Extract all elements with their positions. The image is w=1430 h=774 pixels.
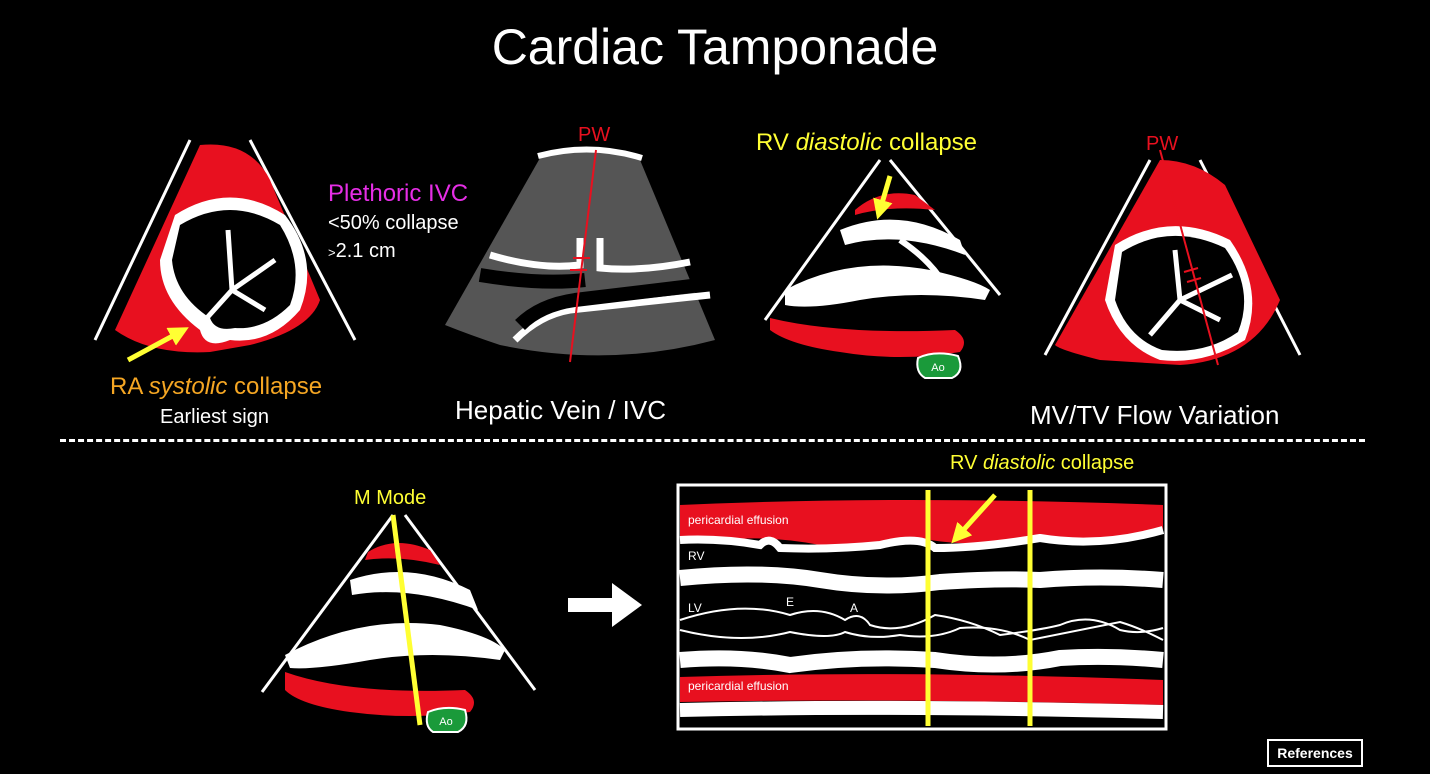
label-effusion-top: pericardial effusion — [688, 513, 789, 527]
ivc-caption: Hepatic Vein / IVC — [455, 395, 666, 425]
pw-label-ivc: PW — [578, 124, 611, 146]
mmode-annotation: RV diastolic collapse — [950, 452, 1135, 474]
mmode-arrow — [951, 493, 997, 544]
ra-caption: RA systolic collapse — [110, 373, 323, 400]
pw-line — [569, 149, 597, 363]
page-title: Cardiac Tamponade — [491, 19, 939, 75]
rv-echo-diagram: Ao — [763, 159, 1002, 379]
ao-label-mmode: Ao — [439, 716, 452, 728]
ao-badge — [916, 352, 962, 379]
label-e: E — [786, 595, 794, 609]
ivc-size-criterion: >2.1 cm — [328, 240, 396, 262]
ra-arrow — [126, 327, 189, 363]
rv-arrow — [873, 175, 893, 220]
ao-label: Ao — [931, 362, 944, 374]
rv-caption: RV diastolic collapse — [756, 129, 978, 156]
pw-label-mv: PW — [1146, 133, 1179, 155]
ivc-echo-diagram — [445, 146, 715, 363]
ivc-collapse-criterion: <50% collapse — [328, 212, 459, 234]
pw-line-mv — [1159, 149, 1219, 366]
label-rv: RV — [688, 549, 704, 563]
label-effusion-bottom: pericardial effusion — [688, 679, 789, 693]
ao-badge-mmode — [425, 706, 468, 733]
mmode-trace: pericardial effusion RV LV E A pericardi… — [676, 483, 1168, 731]
mmode-label: M Mode — [354, 487, 427, 509]
ra-echo-diagram — [93, 139, 357, 363]
label-lv: LV — [688, 601, 702, 615]
references-button[interactable]: References — [1267, 739, 1363, 767]
mmode-echo-diagram: Ao — [260, 514, 537, 733]
right-arrow-icon — [568, 583, 642, 627]
mv-echo-diagram — [1043, 149, 1302, 366]
mmode-cursor — [390, 514, 423, 726]
ra-subcaption: Earliest sign — [160, 406, 269, 428]
mv-caption: MV/TV Flow Variation — [1030, 400, 1280, 430]
section-divider — [60, 439, 1365, 442]
plethoric-ivc-heading: Plethoric IVC — [328, 180, 469, 207]
label-a: A — [850, 601, 858, 615]
